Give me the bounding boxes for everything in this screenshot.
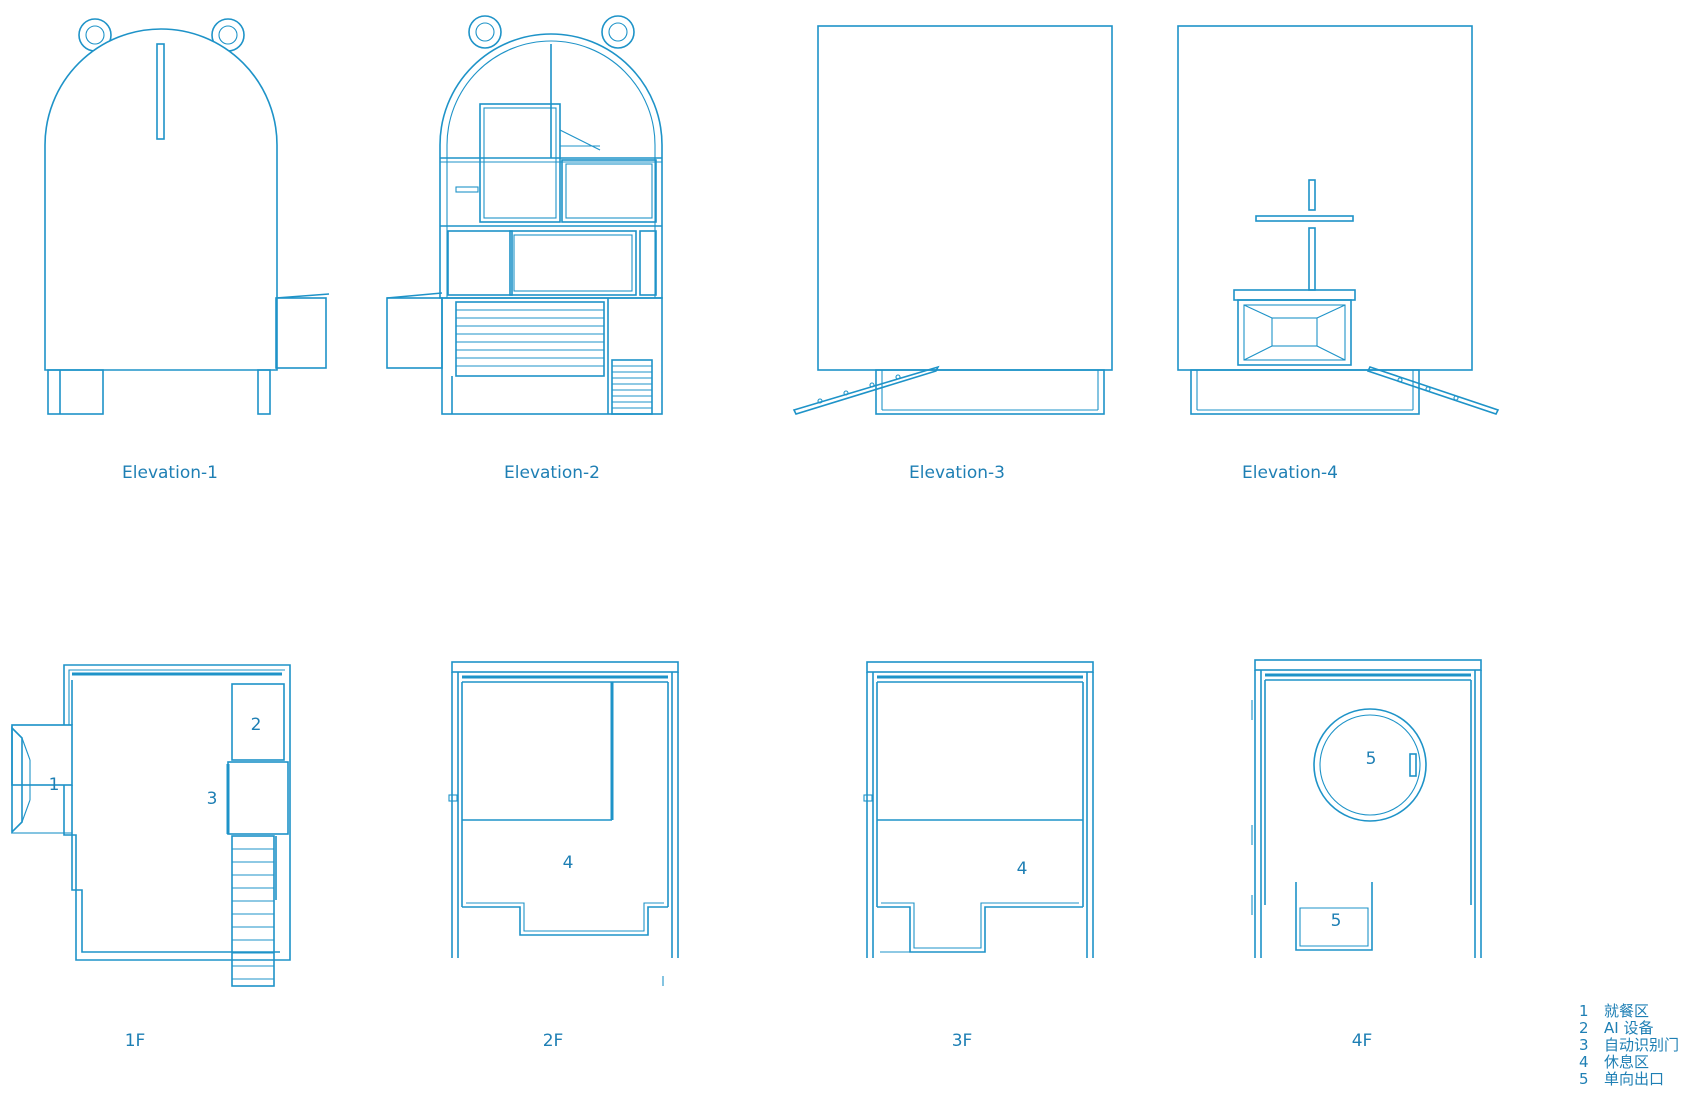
room-tag-exit-circle: 5 — [1366, 749, 1377, 769]
room-tag-dining: 1 — [49, 775, 60, 795]
legend-text-1: 就餐区 — [1604, 1002, 1649, 1020]
elevation-1-caption: Elevation-1 — [122, 463, 218, 483]
floor-plan-3f — [863, 661, 1094, 958]
floor-2f-caption: 2F — [543, 1031, 564, 1051]
legend-text-3: 自动识别门 — [1604, 1036, 1679, 1054]
legend-num-3: 3 — [1579, 1036, 1589, 1054]
legend-num-2: 2 — [1579, 1019, 1589, 1037]
elevation-4-caption: Elevation-4 — [1242, 463, 1338, 483]
floor-plan-4f — [1251, 659, 1482, 958]
elevation-2-caption: Elevation-2 — [504, 463, 600, 483]
room-tag-exit-lower: 5 — [1331, 911, 1342, 931]
elevation-4-drawing — [1177, 25, 1500, 415]
legend-num-4: 4 — [1579, 1053, 1589, 1071]
legend-num-1: 1 — [1579, 1002, 1589, 1020]
legend-text-2: AI 设备 — [1604, 1019, 1653, 1037]
floor-4f-caption: 4F — [1352, 1031, 1373, 1051]
legend: 1 就餐区 2 AI 设备 3 自动识别门 4 休息区 5 单向出口 — [1579, 1002, 1679, 1088]
floor-1f-caption: 1F — [125, 1031, 146, 1051]
elevation-3-caption: Elevation-3 — [909, 463, 1005, 483]
legend-text-5: 单向出口 — [1604, 1070, 1664, 1088]
floor-plan-2f — [448, 661, 679, 986]
legend-num-5: 5 — [1579, 1070, 1589, 1088]
legend-text-4: 休息区 — [1604, 1053, 1649, 1071]
room-tag-rest-2f: 4 — [563, 853, 574, 873]
elevation-1-drawing — [44, 18, 330, 415]
elevation-2-drawing — [386, 15, 663, 415]
floor-3f-caption: 3F — [952, 1031, 973, 1051]
elevation-3-drawing — [792, 25, 1113, 415]
room-tag-auto-door: 3 — [207, 789, 218, 809]
room-tag-ai-device: 2 — [251, 715, 262, 735]
room-tag-rest-3f: 4 — [1017, 859, 1028, 879]
floor-plan-1f — [11, 664, 291, 987]
